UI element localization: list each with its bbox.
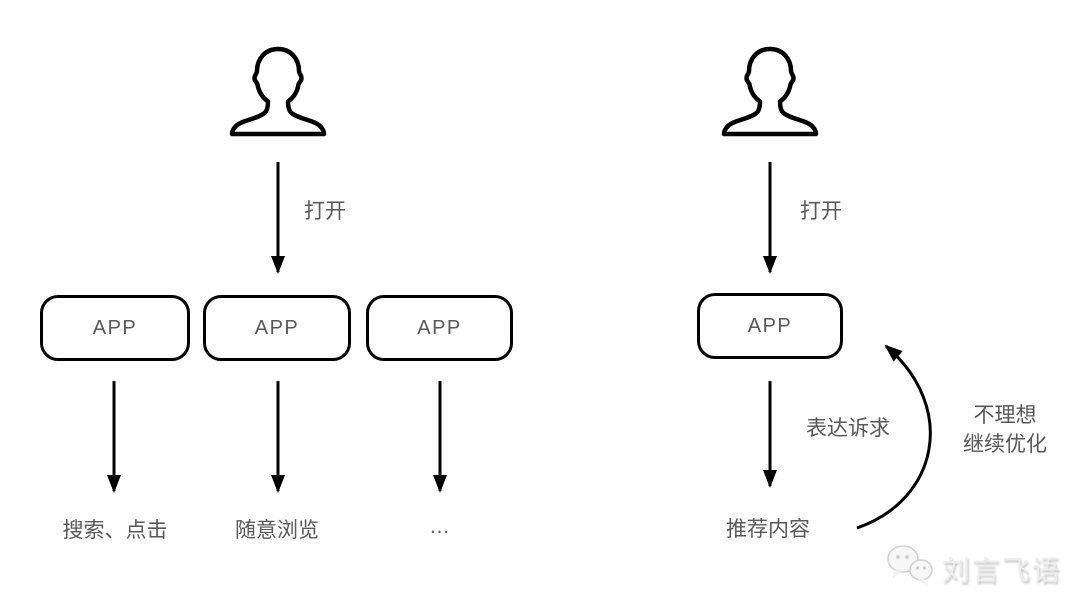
app-box-label: APP xyxy=(92,316,138,339)
app-box: APP xyxy=(203,295,351,361)
person-icon xyxy=(720,44,820,138)
feedback-line2: 继续优化 xyxy=(963,433,1047,456)
feedback-line1: 不理想 xyxy=(973,404,1037,427)
app-box-label: APP xyxy=(417,316,462,339)
open-label-right: 打开 xyxy=(800,200,842,223)
result-label: 推荐内容 xyxy=(726,518,810,541)
app-box: APP xyxy=(366,295,513,361)
feedback-label: 不理想 继续优化 xyxy=(940,401,1070,459)
open-label-left: 打开 xyxy=(304,200,346,223)
watermark-text: 刘言飞语 xyxy=(942,554,1063,586)
app-box-label: APP xyxy=(254,316,300,339)
wechat-bubbles-icon xyxy=(884,543,936,594)
action-label: 表达诉求 xyxy=(806,417,890,440)
outcome-label-browse: 随意浏览 xyxy=(235,519,319,542)
app-box: APP xyxy=(697,293,843,359)
outcome-label-search-click: 搜索、点击 xyxy=(62,519,168,542)
outcome-label-ellipsis: … xyxy=(429,515,450,538)
app-box-label: APP xyxy=(747,314,793,337)
app-box: APP xyxy=(40,295,190,361)
watermark: 刘言飞语 xyxy=(884,543,1062,594)
person-icon xyxy=(228,44,328,138)
